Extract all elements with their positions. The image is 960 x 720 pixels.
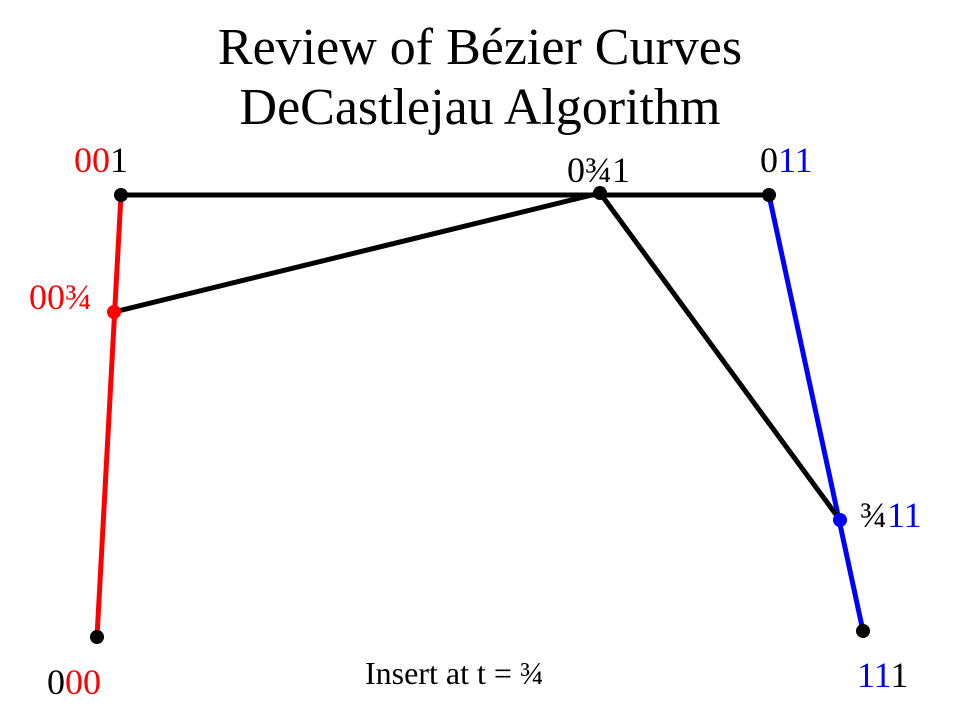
- label-part: 11: [857, 655, 890, 695]
- title-line-2: DeCastlejau Algorithm: [239, 79, 721, 136]
- point-q11: [833, 513, 847, 527]
- label-part: 00: [74, 140, 110, 180]
- caption-insert: Insert at t = ¾: [365, 655, 544, 691]
- label-part: 00: [65, 662, 101, 702]
- point-00q: [107, 305, 121, 319]
- segment-011-111: [766, 194, 866, 632]
- label-001: 001: [74, 140, 128, 180]
- label-part: 11: [887, 495, 922, 535]
- label-00q: 00¾: [29, 277, 92, 317]
- point-000: [90, 630, 104, 644]
- point-111: [856, 624, 870, 638]
- label-part: ¾: [860, 495, 887, 535]
- point-001: [114, 188, 128, 202]
- label-part: 11: [778, 140, 813, 180]
- point-011: [762, 188, 776, 202]
- label-part: 0: [760, 140, 778, 180]
- label-0q1: 0¾1: [567, 150, 630, 190]
- title-line-1: Review of Bézier Curves: [217, 19, 743, 76]
- label-111: 111: [857, 655, 908, 695]
- label-011: 011: [760, 140, 813, 180]
- label-part: 0: [47, 662, 65, 702]
- label-000: 000: [47, 662, 101, 702]
- segment-0q1-q11: [597, 191, 843, 522]
- point-0q1: [593, 186, 607, 200]
- segment-000-001: [94, 194, 124, 638]
- label-part: 00¾: [29, 277, 92, 317]
- label-q11: ¾11: [860, 495, 922, 535]
- label-part: 1: [890, 655, 908, 695]
- slide-title: Review of Bézier Curves DeCastlejau Algo…: [0, 18, 960, 138]
- label-part: 1: [110, 140, 128, 180]
- segment-00q-0q1: [113, 190, 601, 315]
- label-part: 0¾1: [567, 150, 630, 190]
